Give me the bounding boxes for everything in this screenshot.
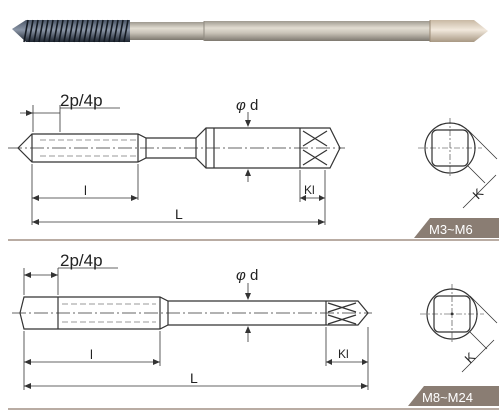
tap-photo-neck bbox=[130, 22, 204, 40]
top-square-length-label: Kl bbox=[304, 183, 315, 197]
bottom-diameter-label: d bbox=[250, 267, 258, 284]
tap-photo bbox=[12, 19, 488, 43]
thread-ridge bbox=[73, 19, 79, 43]
top-phi-symbol: φ bbox=[236, 97, 246, 114]
top-pitch-label: 2p/4p bbox=[60, 91, 103, 110]
bottom-square-length-label: Kl bbox=[338, 347, 349, 361]
thread-ridge bbox=[43, 19, 49, 43]
tap-photo-thread bbox=[12, 19, 130, 43]
thread-ridge bbox=[28, 19, 34, 43]
bottom-size-range-badge: M8~M24 bbox=[408, 386, 499, 406]
thread-ridge bbox=[108, 19, 114, 43]
top-thread-length-label: l bbox=[84, 183, 87, 198]
top-square-size-label: K bbox=[470, 185, 487, 202]
thread-ridge bbox=[58, 19, 64, 43]
thread-ridge bbox=[88, 19, 94, 43]
thread-ridge bbox=[53, 19, 59, 43]
tap-photo-shank bbox=[204, 21, 430, 41]
bottom-size-range-label: M8~M24 bbox=[422, 390, 473, 405]
thread-ridge bbox=[33, 19, 39, 43]
thread-ridge bbox=[48, 19, 54, 43]
thread-ridge bbox=[118, 19, 124, 43]
bottom-phi-symbol: φ bbox=[236, 267, 246, 284]
top-size-range-badge: M3~M6 bbox=[414, 218, 499, 238]
bottom-square-marks bbox=[327, 302, 357, 325]
thread-ridge bbox=[23, 19, 29, 43]
top-overall-length-label: L bbox=[175, 206, 183, 222]
thread-ridge bbox=[113, 19, 119, 43]
bottom-thread-length-label: l bbox=[90, 347, 93, 362]
thread-ridge bbox=[78, 19, 84, 43]
thread-ridge bbox=[93, 19, 99, 43]
thread-ridge bbox=[98, 19, 104, 43]
tap-photo-square bbox=[430, 20, 488, 42]
bottom-drawing bbox=[12, 267, 498, 390]
thread-ridge bbox=[38, 19, 44, 43]
top-tap-outline bbox=[17, 127, 341, 169]
top-drawing bbox=[8, 105, 498, 225]
top-square-marks bbox=[302, 130, 328, 166]
bottom-overall-length-label: L bbox=[190, 370, 198, 386]
top-diameter-label: d bbox=[250, 97, 258, 114]
top-size-range-label: M3~M6 bbox=[429, 222, 473, 237]
thread-ridge bbox=[63, 19, 69, 43]
thread-ridge bbox=[68, 19, 74, 43]
thread-ridge bbox=[83, 19, 89, 43]
bottom-pitch-label: 2p/4p bbox=[60, 251, 103, 270]
thread-ridge bbox=[123, 19, 129, 43]
thread-ridge bbox=[103, 19, 109, 43]
